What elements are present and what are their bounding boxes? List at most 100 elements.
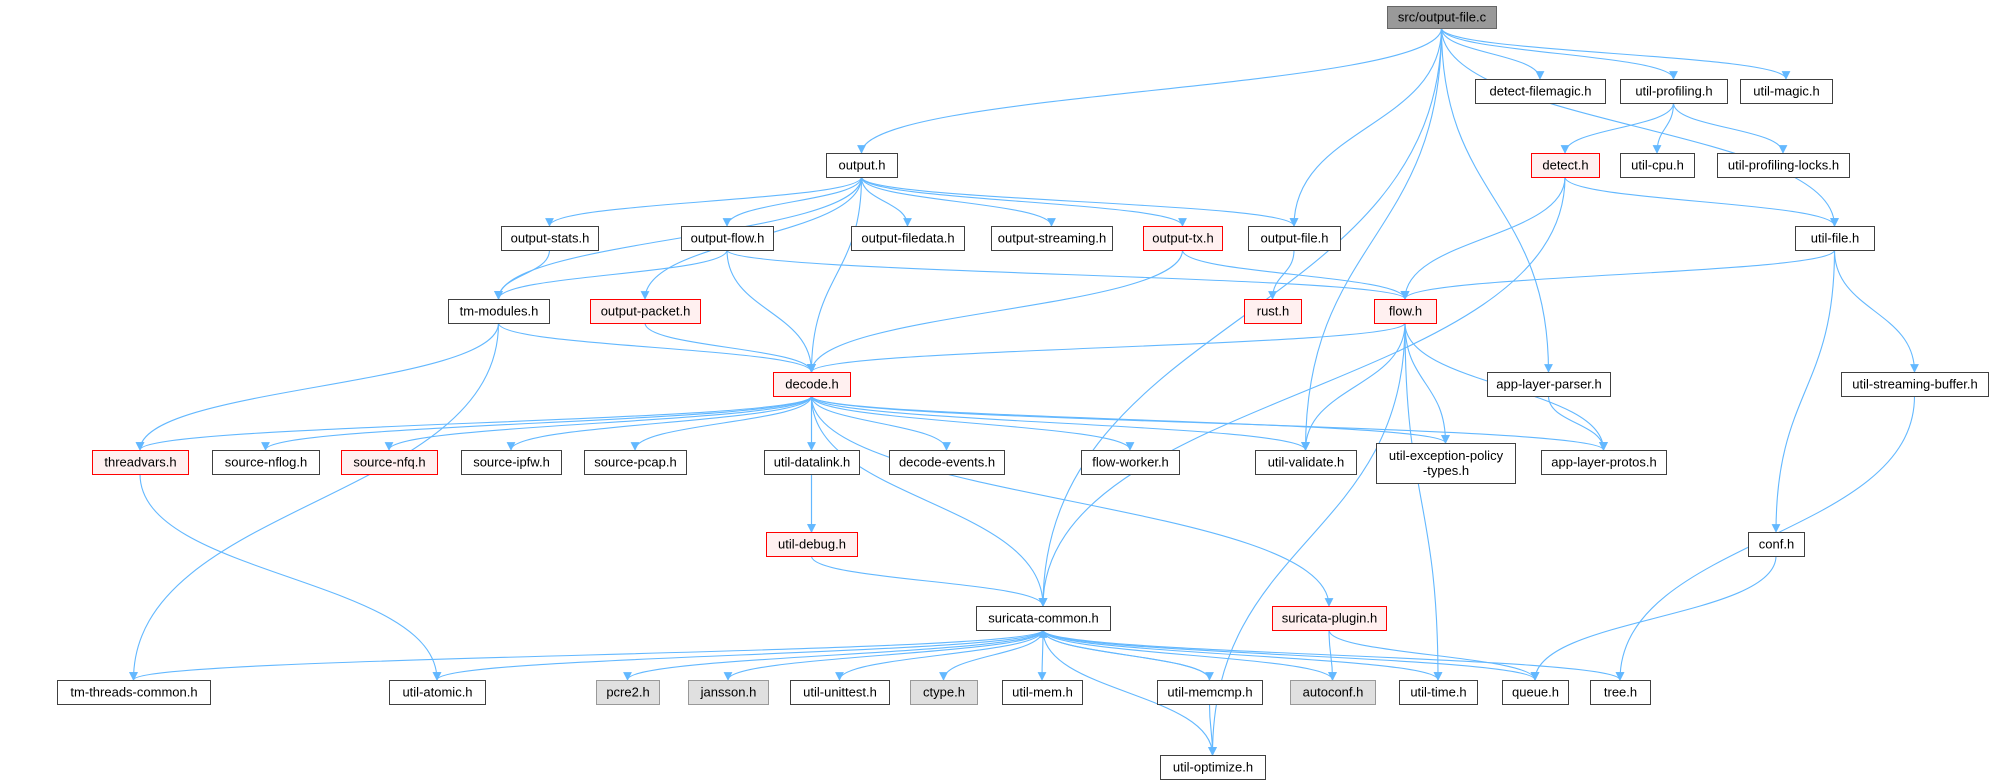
node-util-datalink[interactable]: util-datalink.h [764, 450, 860, 475]
node-threadvars[interactable]: threadvars.h [92, 450, 189, 475]
node-box [976, 606, 1111, 631]
node-flow-worker[interactable]: flow-worker.h [1081, 450, 1180, 475]
node-detect-filemagic[interactable]: detect-filemagic.h [1475, 79, 1606, 104]
node-suricata-plugin[interactable]: suricata-plugin.h [1272, 606, 1387, 631]
edge-util-profiling-to-util-profiling-locks [1672, 102, 1788, 154]
node-label: -types.h [1423, 463, 1469, 478]
node-output-packet[interactable]: output-packet.h [590, 299, 701, 324]
edge-flow-to-util-exception-policy-types [1404, 322, 1450, 444]
node-util-atomic[interactable]: util-atomic.h [389, 680, 486, 705]
node-util-mem[interactable]: util-mem.h [1002, 680, 1083, 705]
node-pcre2[interactable]: pcre2.h [596, 680, 660, 705]
node-decode-events[interactable]: decode-events.h [889, 450, 1005, 475]
edge-output-flow-to-tm-modules [494, 249, 728, 300]
node-util-memcmp[interactable]: util-memcmp.h [1157, 680, 1263, 705]
node-conf[interactable]: conf.h [1748, 532, 1805, 557]
edge-suricata-common-to-util-optimize [1042, 629, 1217, 756]
node-label: util-cpu.h [1631, 158, 1684, 173]
node-box [851, 226, 965, 251]
node-label: source-ipfw.h [473, 455, 550, 470]
edge-decode-to-flow-worker [810, 395, 1135, 451]
node-decode[interactable]: decode.h [773, 372, 851, 397]
node-label: output-stats.h [511, 231, 590, 246]
edge-output-flow-to-flow [726, 249, 1410, 300]
node-ctype[interactable]: ctype.h [910, 680, 978, 705]
node-flow[interactable]: flow.h [1374, 299, 1437, 324]
edge-util-file-to-util-streaming-buffer [1833, 249, 1919, 373]
node-util-cpu[interactable]: util-cpu.h [1620, 153, 1695, 178]
node-output[interactable]: output.h [826, 153, 898, 178]
node-output-stats[interactable]: output-stats.h [501, 226, 599, 251]
node-source-pcap[interactable]: source-pcap.h [584, 450, 687, 475]
edge-detect-to-util-file [1564, 176, 1839, 227]
edge-output-file-c-to-util-file [1440, 27, 1839, 227]
node-suricata-common[interactable]: suricata-common.h [976, 606, 1111, 631]
node-label: pcre2.h [606, 685, 649, 700]
node-tm-threads-common[interactable]: tm-threads-common.h [57, 680, 211, 705]
edge-suricata-common-to-util-mem [1037, 629, 1047, 681]
node-detect[interactable]: detect.h [1531, 153, 1600, 178]
edge-decode-to-source-pcap [630, 395, 813, 451]
node-util-profiling[interactable]: util-profiling.h [1620, 79, 1728, 104]
node-util-optimize[interactable]: util-optimize.h [1160, 755, 1266, 780]
node-label: util-memcmp.h [1167, 685, 1252, 700]
node-util-validate[interactable]: util-validate.h [1255, 450, 1357, 475]
node-rust[interactable]: rust.h [1244, 299, 1302, 324]
edge-output-to-output-streaming [860, 176, 1056, 227]
node-source-ipfw[interactable]: source-ipfw.h [461, 450, 562, 475]
edge-suricata-plugin-to-queue [1328, 629, 1540, 681]
node-box [1399, 680, 1478, 705]
node-app-layer-parser[interactable]: app-layer-parser.h [1487, 372, 1611, 397]
edge-util-memcmp-to-util-optimize [1208, 703, 1217, 756]
node-util-streaming-buffer[interactable]: util-streaming-buffer.h [1841, 372, 1989, 397]
edge-suricata-common-to-util-atomic [432, 629, 1044, 681]
node-label: flow.h [1389, 304, 1422, 319]
node-output-flow[interactable]: output-flow.h [681, 226, 774, 251]
node-util-time[interactable]: util-time.h [1399, 680, 1478, 705]
edge-decode-to-util-exception-policy-types [810, 395, 1450, 444]
node-queue[interactable]: queue.h [1502, 680, 1569, 705]
node-box [1502, 680, 1569, 705]
node-box [1620, 153, 1695, 178]
node-label: output-streaming.h [998, 231, 1106, 246]
node-output-file-h[interactable]: output-file.h [1248, 226, 1341, 251]
node-label: util-debug.h [778, 537, 846, 552]
node-tm-modules[interactable]: tm-modules.h [448, 299, 550, 324]
node-box [1160, 755, 1266, 780]
node-box [790, 680, 890, 705]
node-app-layer-protos[interactable]: app-layer-protos.h [1541, 450, 1667, 475]
edge-output-packet-to-decode [644, 322, 816, 373]
node-box [1374, 299, 1437, 324]
node-label: util-datalink.h [774, 455, 851, 470]
node-util-debug[interactable]: util-debug.h [766, 532, 858, 557]
node-util-file[interactable]: util-file.h [1795, 226, 1875, 251]
node-box [501, 226, 599, 251]
node-output-streaming[interactable]: output-streaming.h [991, 226, 1113, 251]
node-util-unittest[interactable]: util-unittest.h [790, 680, 890, 705]
node-source-nfq[interactable]: source-nfq.h [341, 450, 438, 475]
node-tree[interactable]: tree.h [1590, 680, 1651, 705]
node-util-magic[interactable]: util-magic.h [1740, 79, 1833, 104]
node-box [448, 299, 550, 324]
edge-decode-to-suricata-common [810, 395, 1048, 607]
node-label: output.h [839, 158, 886, 173]
node-box [1590, 680, 1651, 705]
edge-util-profiling-to-detect [1560, 102, 1675, 154]
node-output-filedata[interactable]: output-filedata.h [851, 226, 965, 251]
node-jansson[interactable]: jansson.h [688, 680, 769, 705]
node-box [212, 450, 320, 475]
node-util-profiling-locks[interactable]: util-profiling-locks.h [1717, 153, 1850, 178]
edge-decode-to-util-validate [810, 395, 1310, 451]
node-autoconf[interactable]: autoconf.h [1290, 680, 1376, 705]
edge-decode-to-decode-events [810, 395, 951, 451]
node-box [1376, 443, 1516, 484]
edge-threadvars-to-util-atomic [139, 473, 442, 681]
edge-output-tx-to-flow [1181, 249, 1410, 300]
edge-output-to-output-file-h [860, 176, 1299, 227]
node-source-nflog[interactable]: source-nflog.h [212, 450, 320, 475]
edge-detect-to-suricata-common [1038, 176, 1566, 607]
node-output-tx[interactable]: output-tx.h [1143, 226, 1223, 251]
node-output-file-c[interactable]: src/output-file.c [1387, 6, 1497, 29]
node-util-exception-policy-types[interactable]: util-exception-policy-types.h [1376, 443, 1516, 484]
node-box [1002, 680, 1083, 705]
